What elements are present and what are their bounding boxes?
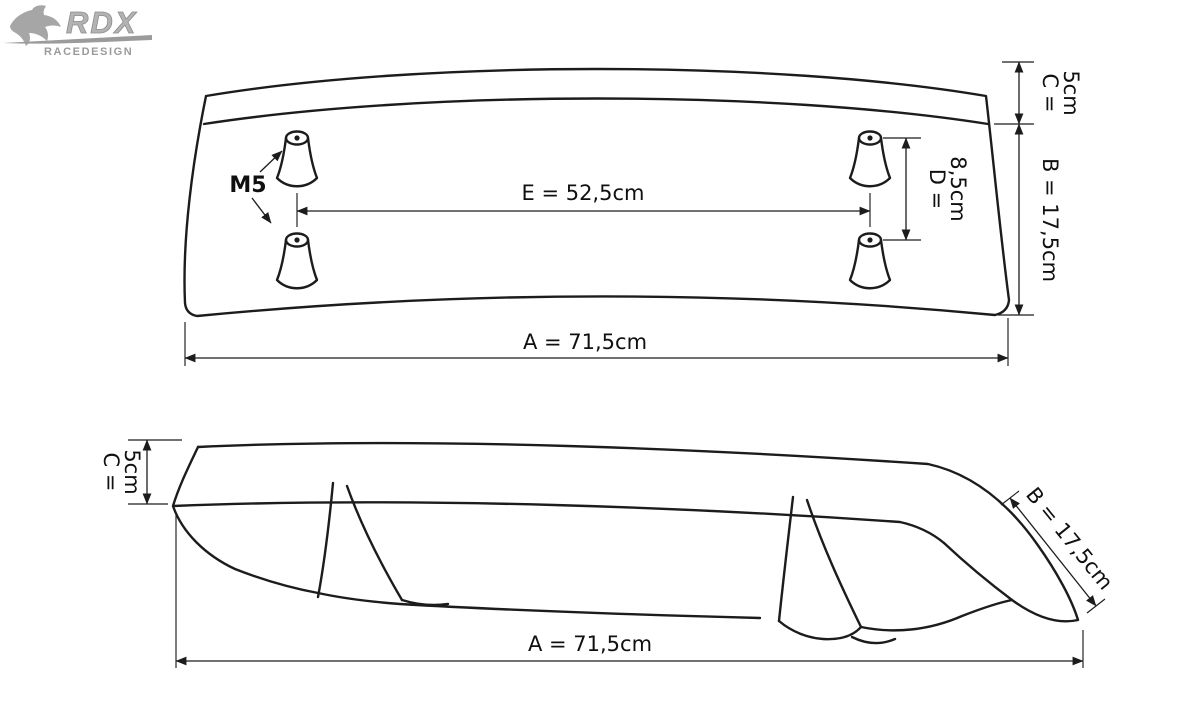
logo-brand-text: RDX xyxy=(66,5,138,40)
bolt-size-label: M5 xyxy=(229,173,266,198)
dimension-a-top: A = 71,5cm xyxy=(184,318,1009,366)
bolt-callout-arrow-down xyxy=(251,197,272,224)
bolt-callout: M5 xyxy=(229,150,283,224)
dimension-d: D = 8,5cm xyxy=(883,137,970,241)
dimension-line xyxy=(1009,497,1097,607)
dimension-b-side: B = 17,5cm xyxy=(1000,483,1118,614)
top-view-upper-band-line xyxy=(202,97,990,126)
brand-logo: RDX RACEDESIGN xyxy=(3,5,152,58)
dimension-b-top: B = 17,5cm xyxy=(998,123,1062,316)
dimension-c-label-line2: 5cm xyxy=(120,449,144,494)
logo-tagline-text: RACEDESIGN xyxy=(44,46,133,58)
mounting-cone-bottom-right xyxy=(848,232,892,290)
dimension-a-side: A = 71,5cm xyxy=(175,514,1084,668)
bolt-callout-arrow-up xyxy=(259,150,283,173)
dimension-c-top: C = 5cm xyxy=(994,61,1083,125)
bolt-hole xyxy=(867,135,873,141)
diffuser-fin-right xyxy=(777,495,897,645)
mounting-cone-bottom-left xyxy=(275,232,319,290)
side-view: C = 5cm B = 17,5cm A = 71,5cm xyxy=(99,439,1118,668)
dimension-c-label-line1: C = xyxy=(99,453,123,492)
dimension-c-side: C = 5cm xyxy=(99,439,182,505)
dimension-b-label: B = 17,5cm xyxy=(1021,483,1118,595)
dimension-d-label-line1: D = xyxy=(925,169,949,209)
side-view-bottom-right-edge xyxy=(859,598,1014,632)
mounting-cone-top-right xyxy=(848,130,892,188)
bolt-hole xyxy=(294,237,300,243)
diffuser-fin-left xyxy=(316,481,450,607)
top-view-outline xyxy=(183,67,1011,318)
logo-swoosh-underline xyxy=(3,35,152,44)
side-view-left-and-bottom-edge xyxy=(171,445,762,620)
dimension-c-label-line1: C = xyxy=(1038,74,1062,113)
side-view-band-line xyxy=(171,501,946,545)
dimension-d-label-line2: 8,5cm xyxy=(946,156,970,221)
dimension-a-label: A = 71,5cm xyxy=(528,632,652,656)
dimension-c-label-line2: 5cm xyxy=(1059,70,1083,115)
dimension-b-label: B = 17,5cm xyxy=(1038,158,1062,282)
bolt-hole xyxy=(867,237,873,243)
bolt-hole xyxy=(294,135,300,141)
dimension-e-label: E = 52,5cm xyxy=(522,181,645,205)
top-view: M5 E = 52,5cm D = 8,5cm C = 5cm xyxy=(183,61,1083,366)
dimension-a-label: A = 71,5cm xyxy=(523,330,647,354)
panther-logo-icon xyxy=(10,5,61,47)
dimension-e: E = 52,5cm xyxy=(296,181,871,227)
